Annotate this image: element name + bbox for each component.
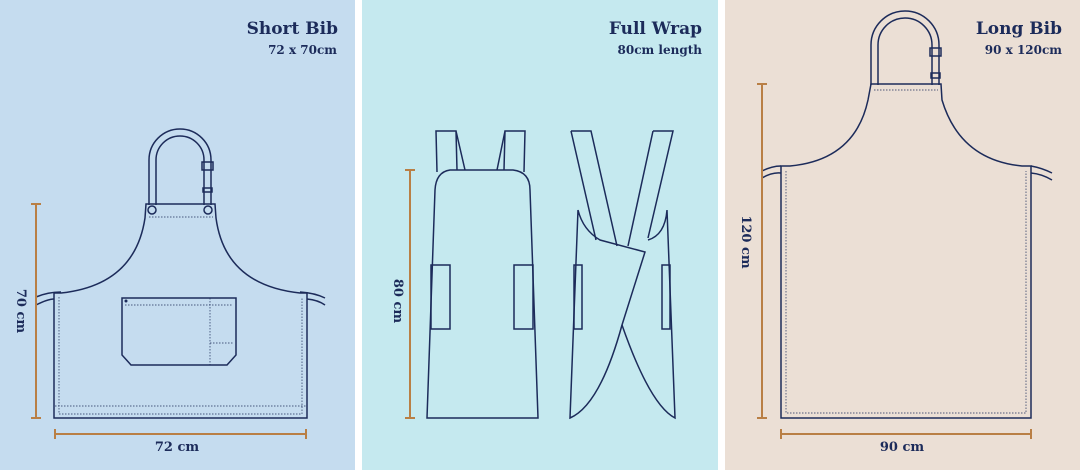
full-wrap-back-drawing [569,130,676,420]
height-label: 70 cm [13,289,28,334]
height-measure-line [31,203,41,419]
long-bib-apron-drawing [761,10,1053,419]
panel-subtitle: 72 x 70cm [268,43,337,57]
panel-title: Short Bib [247,19,339,39]
height-label: 80 cm [390,279,405,324]
width-label: 72 cm [155,440,200,455]
full-wrap-front-drawing [426,130,539,419]
height-measure-line [405,169,415,419]
short-bib-apron-drawing [35,128,326,419]
height-label: 120 cm [738,215,753,269]
full-wrap-panel: Full Wrap 80cm length 80 cm [362,0,718,470]
short-bib-panel: Short Bib 72 x 70cm 70 cm 72 cm [0,0,355,470]
width-measure-line [780,429,1032,439]
panel-subtitle: 80cm length [618,43,703,57]
long-bib-panel: Long Bib 90 x 120cm 120 cm 90 cm [725,0,1080,470]
panel-title: Full Wrap [609,19,702,39]
width-label: 90 cm [880,440,925,455]
panel-title: Long Bib [976,19,1062,39]
height-measure-line [757,83,767,419]
width-measure-line [54,429,307,439]
panel-subtitle: 90 x 120cm [985,43,1063,57]
